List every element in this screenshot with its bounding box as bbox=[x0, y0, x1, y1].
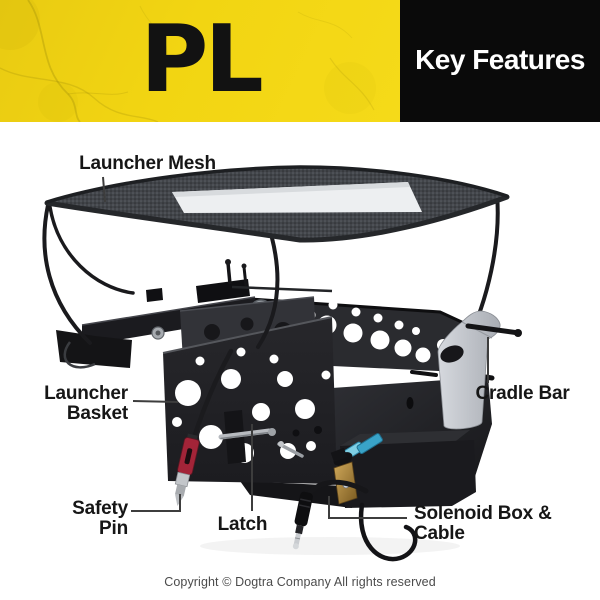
latch-rod bbox=[218, 410, 304, 464]
callout-safety-pin-line1: Safety bbox=[72, 498, 128, 519]
callout-cradle-bar-text: Cradle Bar bbox=[475, 383, 570, 404]
callout-solenoid-line2: Cable bbox=[414, 523, 465, 544]
callout-launcher-basket-line1: Launcher bbox=[44, 383, 128, 404]
audio-plug bbox=[292, 491, 313, 550]
callout-launcher-mesh: Launcher Mesh bbox=[55, 154, 240, 174]
crack-texture bbox=[0, 0, 376, 122]
release-cable bbox=[190, 348, 418, 562]
basket-front-panel bbox=[162, 316, 352, 508]
solenoid-box bbox=[330, 430, 476, 508]
safety-pin bbox=[174, 433, 200, 507]
leader-launcher-basket bbox=[132, 400, 179, 403]
callout-cradle-bar: Cradle Bar bbox=[450, 384, 595, 404]
ground-shadow bbox=[200, 537, 460, 555]
mesh-canopy bbox=[44, 165, 510, 243]
callout-safety-pin: Safety Pin bbox=[35, 499, 128, 539]
callout-solenoid: Solenoid Box & Cable bbox=[414, 504, 589, 544]
copyright-notice: Copyright © Dogtra Company All rights re… bbox=[164, 575, 436, 589]
callout-launcher-basket-line2: Basket bbox=[66, 403, 128, 424]
cradle-bar bbox=[437, 310, 522, 430]
header-yellow-panel: PL bbox=[0, 0, 400, 122]
leader-launcher-mesh bbox=[102, 176, 106, 203]
section-title: Key Features bbox=[415, 44, 585, 75]
leader-lines bbox=[102, 176, 489, 519]
leader-safety-pin bbox=[131, 494, 181, 512]
callout-solenoid-line1: Solenoid Box & bbox=[414, 503, 552, 524]
leader-solenoid bbox=[328, 496, 407, 519]
callout-launcher-basket: Launcher Basket bbox=[25, 384, 128, 424]
callout-latch: Latch bbox=[205, 515, 280, 535]
product-code: PL bbox=[140, 4, 263, 113]
callout-latch-text: Latch bbox=[217, 514, 268, 535]
header-banner: PL Key Features bbox=[0, 0, 600, 122]
callout-launcher-mesh-text: Launcher Mesh bbox=[79, 153, 216, 174]
callout-safety-pin-line2: Pin bbox=[99, 518, 128, 539]
header-black-panel: Key Features bbox=[400, 0, 600, 122]
